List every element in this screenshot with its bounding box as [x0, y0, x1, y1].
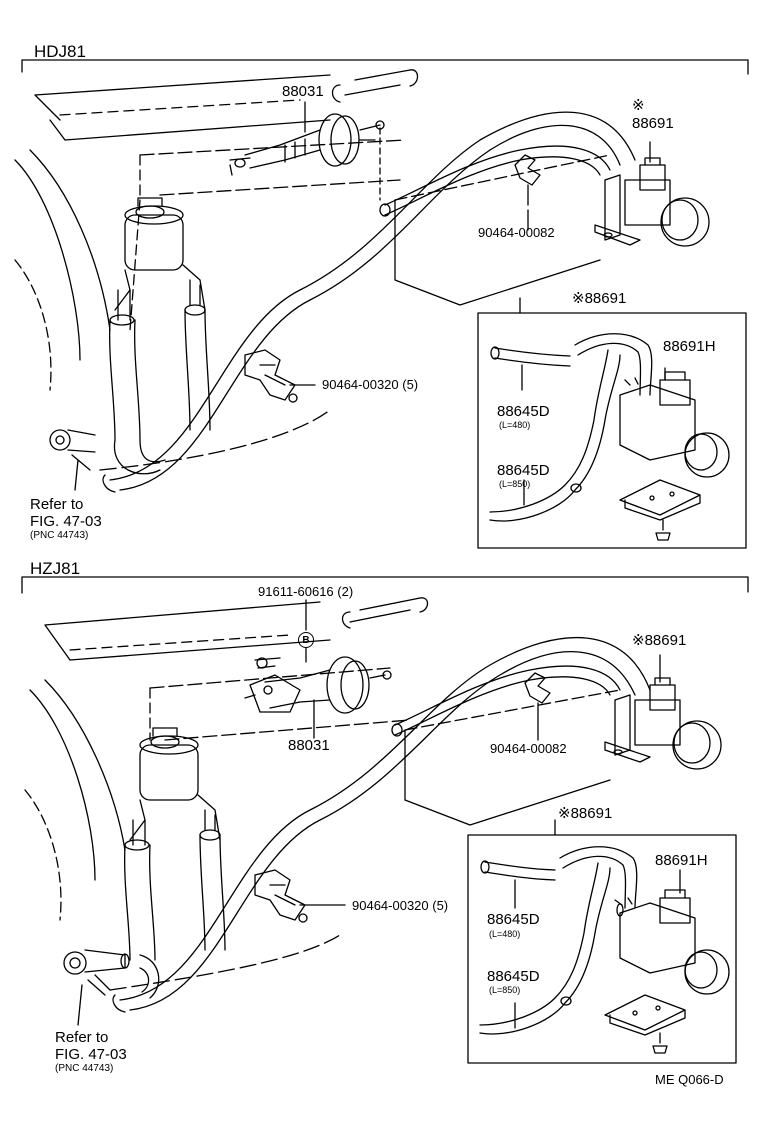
refer-pnc: (PNC 44743): [55, 1063, 114, 1074]
section-hdj81-drawing: [14, 59, 749, 549]
part-label-88691: 88691: [632, 115, 674, 132]
part-label-88645D-short: 88645D: [497, 403, 550, 420]
section-frame-top: [21, 59, 749, 75]
part-label-90464-00082: 90464-00082: [478, 225, 555, 240]
inset-title: ※88691: [572, 290, 627, 307]
section-hzj81-drawing: [21, 576, 749, 1064]
connector-hzj81: [63, 949, 160, 999]
refer-line-1: Refer to: [30, 496, 84, 513]
vsv-88691-hdj81: [594, 157, 710, 247]
length-label-short: (L=480): [489, 929, 521, 939]
actuator-88031-hdj81: [229, 113, 385, 176]
part-label-90464-00082: 90464-00082: [490, 741, 567, 756]
part-label-88691: ※88691: [632, 632, 687, 649]
refer-note-hdj81: Refer to FIG. 47-03 (PNC 44743): [30, 496, 102, 541]
length-label-short: (L=480): [499, 420, 531, 430]
part-label-88645D-short: 88645D: [487, 911, 540, 928]
inset-box-hzj81: [467, 819, 737, 1064]
clip-90464-00082-hzj81: [524, 672, 551, 741]
inset-box-hdj81: [477, 297, 747, 549]
star-mark: ※: [632, 97, 645, 114]
refer-line-1: Refer to: [55, 1029, 109, 1046]
connector-hdj81: [49, 429, 96, 471]
actuator-88031-hzj81: [244, 656, 392, 714]
vsv-88691-hzj81: [604, 677, 722, 770]
part-label-91611-60616: 91611-60616 (2): [258, 584, 354, 599]
part-label-88645D-long: 88645D: [497, 462, 550, 479]
clip-90464-00320-hdj81: [244, 349, 298, 403]
clip-90464-00320-hzj81: [254, 869, 308, 923]
clip-90464-00082-hdj81: [514, 154, 541, 206]
inset-title: ※88691: [558, 805, 613, 822]
section-title-hdj81: HDJ81: [34, 42, 86, 61]
length-label-long: (L=850): [499, 479, 531, 489]
reference-marker-b: B: [298, 632, 314, 648]
length-label-long: (L=850): [489, 985, 521, 995]
part-label-88031: 88031: [288, 737, 330, 754]
part-label-88691H: 88691H: [655, 852, 708, 869]
part-label-88691H: 88691H: [663, 338, 716, 355]
refer-line-2: FIG. 47-03: [55, 1045, 127, 1063]
part-label-90464-00320: 90464-00320 (5): [322, 377, 419, 392]
refer-line-2: FIG. 47-03: [30, 512, 102, 530]
refer-note-hzj81: Refer to FIG. 47-03 (PNC 44743): [55, 1029, 127, 1074]
part-label-88645D-long: 88645D: [487, 968, 540, 985]
section-frame-top: [21, 576, 749, 594]
section-title-hzj81: HZJ81: [30, 559, 81, 578]
refer-pnc: (PNC 44743): [30, 530, 89, 541]
part-label-90464-00320: 90464-00320 (5): [352, 898, 449, 913]
part-label-88031: 88031: [282, 83, 324, 100]
figure-code: ME Q066-D: [655, 1072, 724, 1087]
